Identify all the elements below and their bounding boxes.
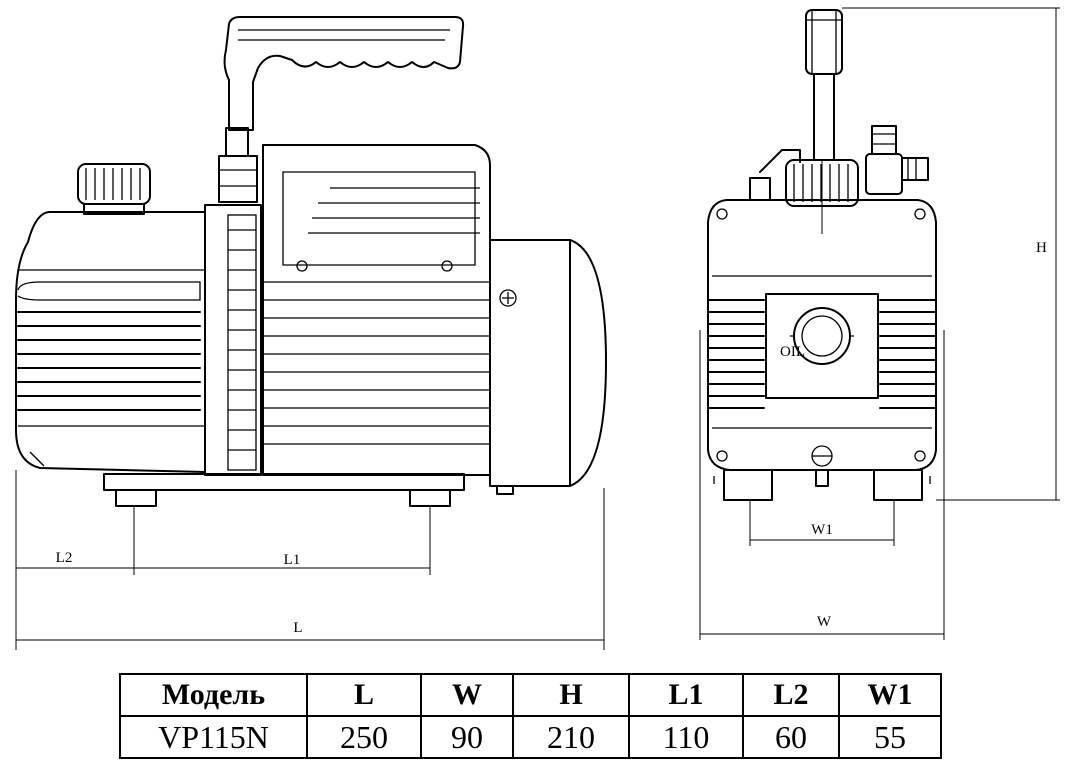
pump-body (15, 211, 206, 473)
front-view: OIL W1 W H (699, 7, 1060, 640)
dim-l-label: L (293, 620, 302, 636)
spec-table-header-row: Модель L W H L1 L2 W1 (119, 673, 942, 717)
header-h: H (512, 673, 630, 717)
cell-l1: 110 (628, 715, 744, 759)
header-l: L (306, 673, 422, 717)
cell-model: VP115N (119, 715, 308, 759)
dim-w-label: W (817, 614, 832, 630)
carry-handle (223, 16, 465, 131)
cell-l: 250 (306, 715, 422, 759)
cell-w1: 55 (838, 715, 942, 759)
dim-w1-label: W1 (811, 522, 833, 538)
spec-table-row: VP115N 250 90 210 110 60 55 (119, 715, 942, 759)
header-w1: W1 (838, 673, 942, 717)
cell-w: 90 (420, 715, 514, 759)
dim-l1-label: L1 (284, 552, 301, 568)
oil-label: OIL (780, 344, 805, 360)
side-view: L2 L1 L (15, 16, 607, 650)
cell-l2: 60 (742, 715, 840, 759)
pump-technical-drawing: L2 L1 L OIL (15, 7, 1060, 650)
header-model: Модель (119, 673, 308, 717)
oil-cap (77, 163, 151, 205)
cell-h: 210 (512, 715, 630, 759)
dim-h-label: H (1036, 240, 1047, 256)
motor-end-cap (489, 239, 571, 487)
header-l2: L2 (742, 673, 840, 717)
spec-table: Модель L W H L1 L2 W1 VP115N 250 90 210 … (119, 673, 942, 759)
cooling-fins (17, 311, 201, 411)
dim-l2-label: L2 (56, 550, 73, 566)
header-w: W (420, 673, 514, 717)
header-l1: L1 (628, 673, 744, 717)
base-plate (103, 473, 465, 491)
